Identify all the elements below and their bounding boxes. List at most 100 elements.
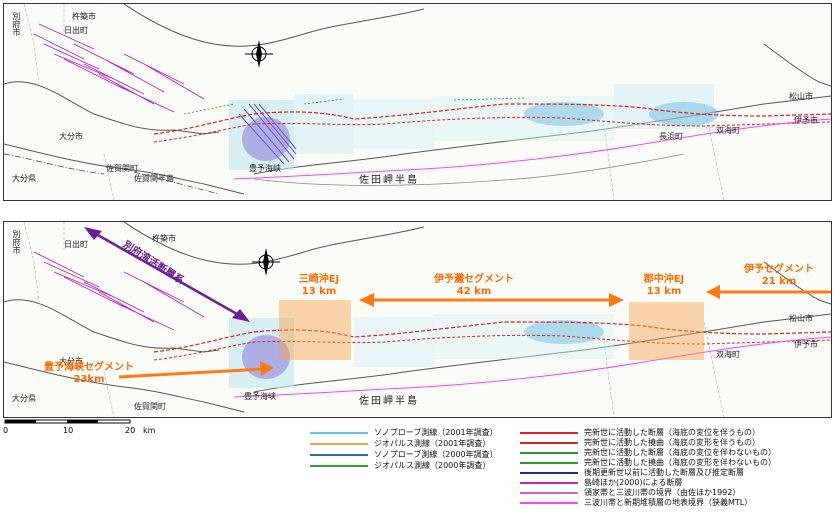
scale-ten: 10 — [63, 426, 74, 435]
legend-swatch — [310, 432, 368, 434]
misaki-ej-box — [279, 300, 351, 360]
scale-bar: 0 10 20 km — [3, 418, 163, 442]
hoyo-segment-length: 23km — [73, 374, 105, 385]
coastline — [763, 43, 831, 87]
admin-boundary — [23, 222, 725, 417]
label-futami: 双海町 — [716, 350, 740, 359]
misaki-ej-name: 三崎沖EJ — [298, 274, 340, 285]
label-saganoseki-peninsula: 佐賀関半島 — [134, 174, 174, 183]
legend-swatch — [310, 465, 368, 467]
hoyo-arrow-head — [260, 361, 274, 376]
survey-cluster — [242, 335, 290, 379]
label-oita-pref: 大分県 — [12, 394, 36, 403]
scale-unit: km — [143, 426, 156, 435]
survey-cluster — [649, 102, 719, 126]
iyo-segment-length: 21 km — [761, 276, 797, 287]
legend-swatch — [310, 443, 368, 445]
coastline — [4, 81, 220, 135]
hoyo-arrow — [118, 367, 265, 379]
survey-area — [354, 317, 434, 367]
scale-twenty: 20 — [125, 426, 136, 435]
road — [4, 153, 220, 195]
coastline — [253, 313, 831, 393]
label-sada-peninsula: 佐田岬半島 — [359, 175, 419, 186]
label-hiji: 日出町 — [64, 26, 88, 35]
iyonada-segment-length: 42 km — [456, 286, 492, 297]
scale-zero: 0 — [3, 426, 9, 435]
map-drawing-bottom — [4, 222, 831, 417]
main-fault-zone — [153, 116, 831, 143]
iyo-arrow-head — [706, 285, 720, 299]
north-arrow — [245, 40, 273, 68]
legend-faults: 完新世に活動した断層（海底の変位を伴うもの） 完新世に活動した撓曲（海底の変形を… — [520, 428, 820, 512]
beppu-fault-arrow-head — [232, 309, 250, 322]
legend-text: 完新世に活動した断層（海底の変位を伴わないもの） — [584, 448, 776, 457]
label-futami: 双海町 — [716, 126, 740, 135]
legend-swatch — [310, 454, 368, 456]
label-sada-peninsula: 佐田岬半島 — [359, 396, 419, 407]
label-beppu: 別府市 — [12, 12, 21, 36]
map-panel-bottom: 別府市 杵築市 日出町 大分市 大分県 佐賀関町 豊予海峡 佐田岬半島 伊予市 … — [3, 221, 832, 418]
coastline — [763, 261, 831, 305]
survey-cluster — [242, 117, 290, 161]
legend-swatch — [520, 442, 578, 444]
legend-text: ソノプローブ測線（2001年調査） — [374, 428, 498, 437]
north-arrow — [252, 248, 280, 276]
legend-survey-lines: ソノプローブ測線（2001年調査） ジオパルス測線（2001年調査） ソノプロー… — [310, 428, 510, 472]
label-kitsuki: 杵築市 — [72, 12, 96, 21]
label-oita-pref: 大分県 — [12, 174, 36, 183]
label-saganoseki-town: 佐賀関町 — [134, 402, 166, 411]
label-iyo-city: 伊予市 — [794, 116, 818, 125]
legend-text: ソノプローブ測線（2000年調査） — [374, 450, 498, 459]
legend-swatch — [520, 492, 578, 494]
scale-bar-drawing — [4, 419, 131, 424]
iyonada-segment-name: 伊予灘セグメント — [434, 274, 514, 285]
legend-text: 領家帯と三波川帯の境界（由佐ほか1992） — [584, 488, 741, 497]
coastline — [123, 4, 425, 47]
coastline — [4, 299, 220, 353]
beppu-fault-arrow — [88, 228, 245, 320]
legend-swatch — [520, 462, 578, 464]
admin-boundary — [23, 4, 725, 200]
survey-lines — [238, 103, 297, 165]
legend-swatch — [520, 502, 578, 504]
survey-cluster — [524, 320, 604, 344]
legend-swatch — [520, 472, 578, 474]
coastline — [4, 361, 245, 413]
survey-area — [229, 318, 294, 388]
label-kitsuki: 杵築市 — [152, 234, 176, 243]
legend-swatch — [520, 452, 578, 454]
legend-text: ジオパルス測線（2000年調査） — [374, 461, 491, 470]
main-fault-zone — [153, 103, 831, 135]
map-panel-top: 別府市 杵築市 日出町 大分市 大分県 佐賀関町 佐賀関半島 豊予海峡 佐田岬半… — [3, 3, 832, 201]
legend-text: 後期更新世以前に活動した断層及び推定断層 — [584, 468, 744, 477]
hoyo-segment-name: 豊予海峡セグメント — [44, 362, 134, 373]
iyonada-arrow-head — [359, 293, 374, 307]
survey-cluster — [524, 102, 604, 126]
label-oita-city: 大分市 — [59, 357, 83, 366]
mtl-boundary — [233, 336, 831, 398]
legend-text: ジオパルス測線（2001年調査） — [374, 439, 491, 448]
label-saganoseki-town: 佐賀関町 — [106, 164, 138, 173]
iyonada-segment-label: 伊予灘セグメント 42 km — [424, 274, 524, 298]
coastline — [253, 153, 685, 186]
label-matsuyama: 松山市 — [789, 314, 813, 323]
legend-text: 島崎ほか(2000)による断層 — [584, 478, 683, 487]
legend-text: 三波川帯と新期堆積層の地表境界（狭義MTL） — [584, 498, 753, 507]
gunchu-ej-length: 13 km — [646, 286, 682, 297]
iyonada-arrow-head — [609, 293, 624, 307]
misaki-ej-length: 13 km — [301, 286, 337, 297]
beppu-bay-faults — [33, 23, 205, 113]
label-matsuyama: 松山市 — [789, 92, 813, 101]
coastline — [4, 143, 245, 195]
survey-area — [229, 100, 294, 170]
gunchu-ej-name: 郡中沖EJ — [643, 274, 685, 285]
legend-text: 完新世に活動した撓曲（海底の変形を伴うもの） — [584, 438, 760, 447]
legend-swatch — [520, 432, 578, 434]
beppu-bay-faults — [33, 251, 205, 331]
iyo-segment-name: 伊予セグメント — [744, 264, 814, 275]
label-iyo-city: 伊予市 — [794, 340, 818, 349]
legend-swatch — [520, 482, 578, 484]
main-fault-zone — [153, 334, 831, 361]
label-bungo-strait: 豊予海峡 — [249, 164, 281, 173]
